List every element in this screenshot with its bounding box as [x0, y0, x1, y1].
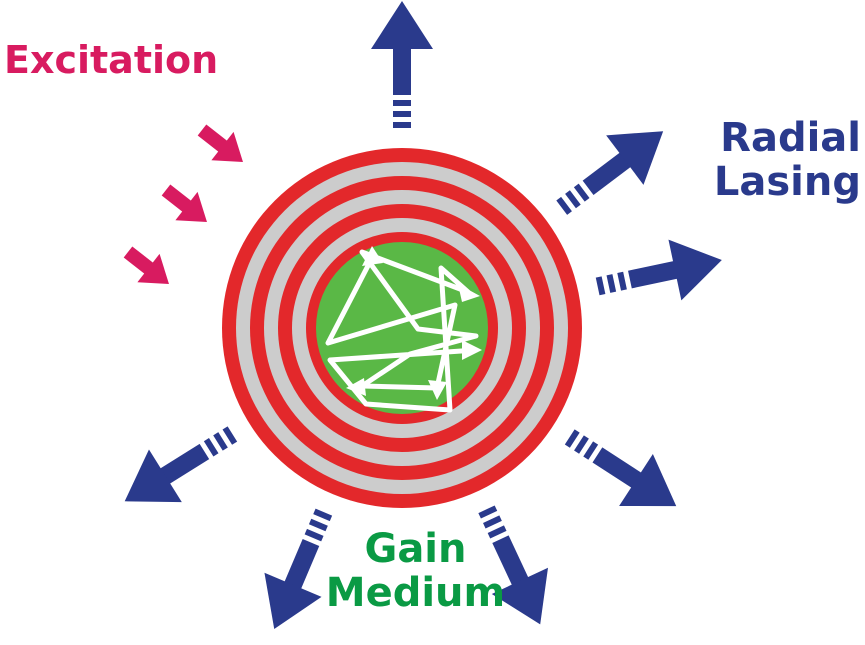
- gain-medium-line-2: Medium: [325, 570, 506, 616]
- blue-arrow-icon: [591, 229, 729, 317]
- radial-lasing-label: Radial Lasing: [714, 116, 861, 204]
- blue-arrow-icon: [552, 410, 694, 533]
- scatter-arrowhead: [462, 340, 482, 360]
- blue-arrow-icon: [108, 407, 249, 528]
- blue-arrow-icon: [371, 1, 433, 128]
- pink-arrow-icon: [190, 115, 255, 177]
- scatter-arrowhead: [458, 284, 480, 302]
- gain-medium-label: Gain Medium: [323, 527, 508, 615]
- blue-arrow-icon: [543, 106, 682, 233]
- pink-arrow-icon: [154, 175, 219, 237]
- radial-lasing-line-1: Radial: [720, 115, 861, 161]
- pink-arrow-icon: [116, 237, 181, 299]
- scattering-path: [325, 249, 479, 413]
- scatter-arrowheads: [346, 246, 482, 400]
- scatter-arrowhead: [428, 380, 447, 400]
- resonator-rings: [222, 148, 582, 508]
- radial-lasing-line-2: Lasing: [713, 159, 861, 205]
- scatter-polyline: [325, 249, 479, 413]
- scatter-arrowhead: [346, 378, 366, 396]
- gain-medium-line-1: Gain: [364, 526, 467, 572]
- scatter-arrowhead: [362, 246, 383, 266]
- excitation-label: Excitation: [4, 38, 219, 82]
